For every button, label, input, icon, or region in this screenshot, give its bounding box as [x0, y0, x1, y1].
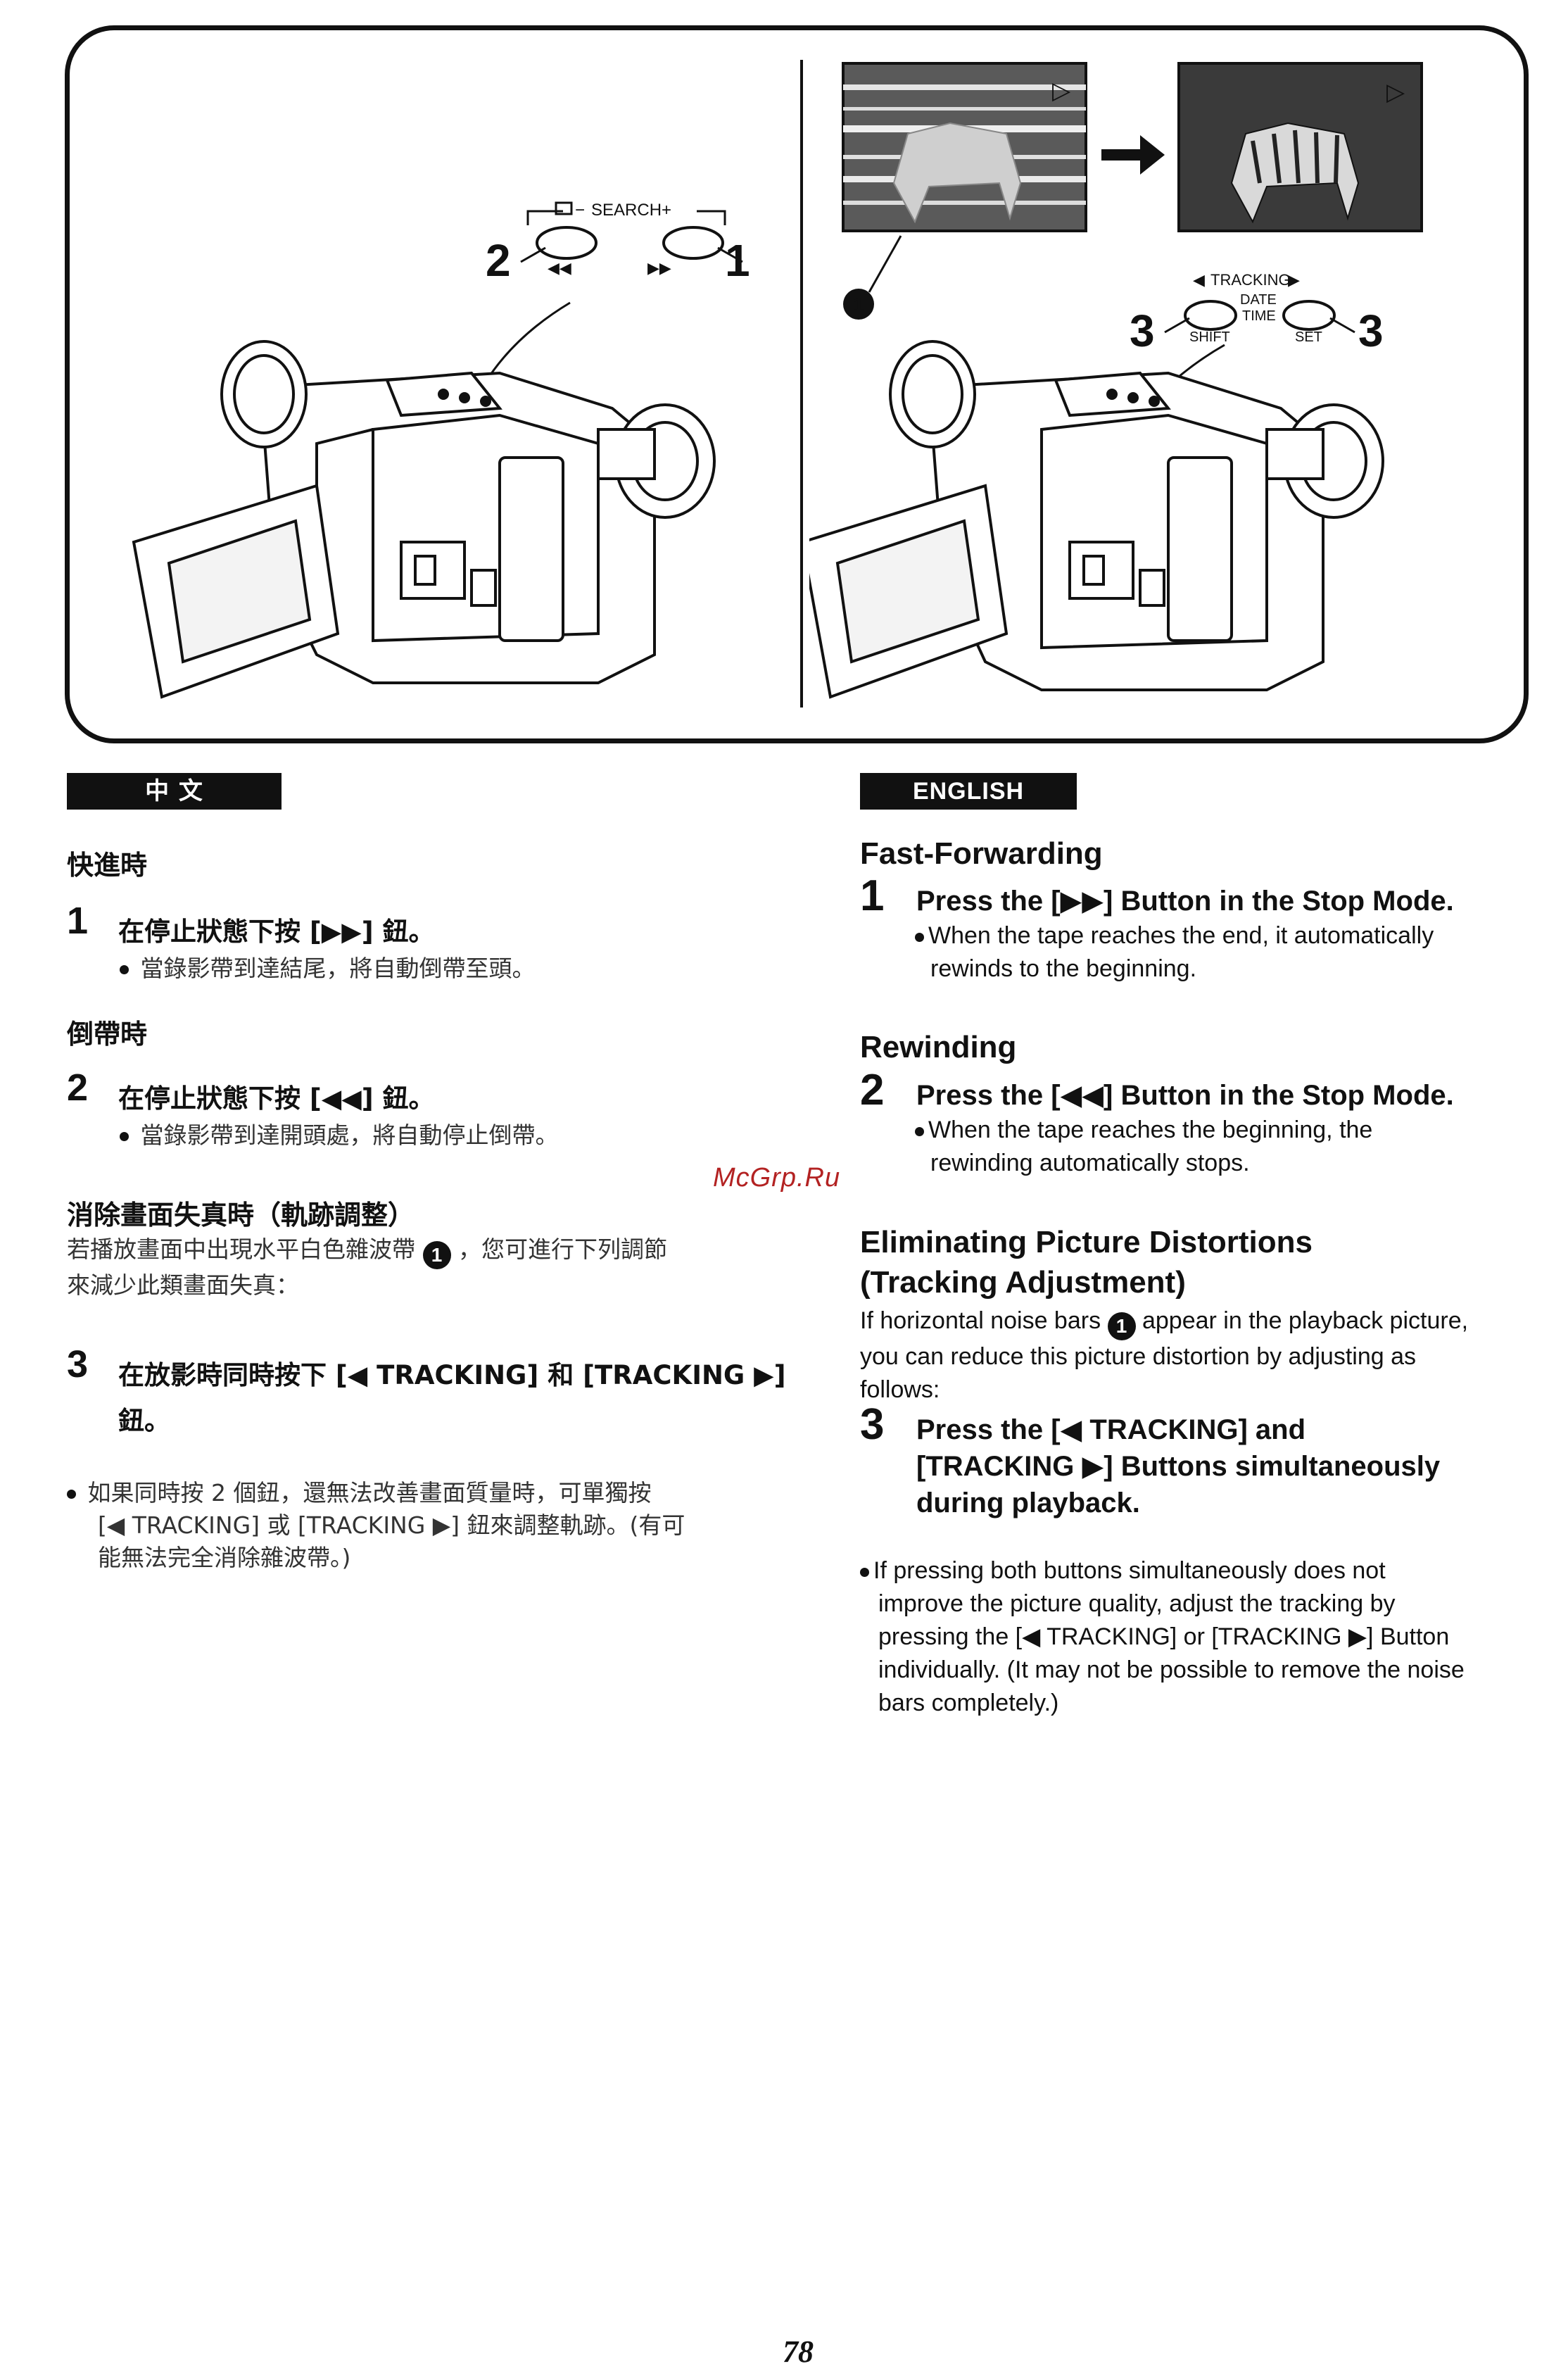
en-step3-line1: Press the [◀ TRACKING] and: [916, 1414, 1306, 1445]
watermark: McGrp.Ru: [713, 1163, 841, 1193]
zh-step3-number: 3: [67, 1343, 89, 1385]
en-step1-note-line2: rewinds to the beginning.: [930, 955, 1197, 982]
zh-step2-note: 當錄影帶到達開頭處，將自動停止倒帶。: [120, 1119, 559, 1152]
zh-step3-line1: 在放影時同時按下 [◀ TRACKING] 和 [TRACKING ▶]: [118, 1360, 786, 1390]
arrow-icon: [1101, 135, 1165, 175]
en-step1-note-line1: When the tape reaches the end, it automa…: [928, 922, 1434, 949]
en-step2-note-line2: rewinding automatically stops.: [930, 1150, 1250, 1176]
en-step3-number: 3: [860, 1400, 885, 1449]
noisy-picture: ▷: [842, 62, 1087, 232]
zh-tracking-intro: 若播放畫面中出現水平白色雜波帶 1 ，您可進行下列調節 來減少此類畫面失真：: [67, 1233, 742, 1302]
page-number: 78: [783, 2334, 814, 2369]
en-note-line2: improve the picture quality, adjust the …: [878, 1590, 1396, 1617]
search-label: SEARCH: [591, 201, 662, 220]
shift-label: SHIFT: [1189, 329, 1230, 345]
en-step2-note: When the tape reaches the beginning, the…: [915, 1114, 1372, 1180]
zh-tracking-intro-a: 若播放畫面中出現水平白色雜波帶: [67, 1235, 415, 1263]
zh-tracking-intro-b: ，您可進行下列調節: [458, 1235, 667, 1263]
zh-step1-note-text: 當錄影帶到達結尾，將自動倒帶至頭。: [140, 955, 536, 982]
camcorder-illustration-left: − SEARCH + ◀◀ ▶▶ 2 1: [132, 201, 750, 699]
zh-tracking-heading: 消除畫面失真時（軌跡調整）: [67, 1200, 415, 1231]
noise-callout-icon: 1: [422, 1241, 451, 1269]
bullet-dot: [860, 1567, 869, 1577]
play-marker-noisy: ▷: [1052, 77, 1071, 104]
en-step2-text: Press the [◀◀] Button in the Stop Mode.: [916, 1080, 1454, 1111]
tracking-label: TRACKING: [1210, 271, 1291, 289]
section-tab-chinese: 中 文: [67, 773, 282, 810]
bullet-dot: [120, 1132, 129, 1141]
step-1-callout: 1: [725, 235, 750, 286]
en-tracking-intro-row: If horizontal noise bars 1 appear in the…: [860, 1304, 1536, 1340]
bullet-dot: [67, 1490, 76, 1499]
zh-rew-heading: 倒帶時: [67, 1019, 148, 1050]
ff-symbol: ▶▶: [647, 259, 671, 277]
noise-callout-number: 1: [853, 294, 864, 315]
en-note-line3: pressing the [◀ TRACKING] or [TRACKING ▶…: [878, 1623, 1450, 1650]
date-label: DATE: [1240, 292, 1277, 308]
zh-step2-number: 2: [67, 1067, 89, 1109]
tracking-left-arrow: ◀: [1193, 271, 1205, 289]
zh-step1-note: 當錄影帶到達結尾，將自動倒帶至頭。: [120, 952, 536, 985]
en-tracking-intro-a: If horizontal noise bars: [860, 1307, 1101, 1334]
en-step3-line2: [TRACKING ▶] Buttons simultaneously: [916, 1451, 1441, 1482]
en-rew-heading: Rewinding: [860, 1030, 1017, 1064]
en-tracking-note: If pressing both buttons simultaneously …: [860, 1554, 1536, 1720]
zh-step2-note-text: 當錄影帶到達開頭處，將自動停止倒帶。: [140, 1121, 559, 1149]
en-step1-note: When the tape reaches the end, it automa…: [915, 919, 1434, 986]
bullet-dot: [120, 965, 129, 974]
time-label: TIME: [1242, 308, 1276, 324]
zh-tracking-note: 如果同時按 2 個鈕，還無法改善畫面質量時，可單獨按 [◀ TRACKING] …: [67, 1477, 757, 1574]
en-step2-note-row: When the tape reaches the beginning, the: [915, 1114, 1372, 1147]
en-note-row: If pressing both buttons simultaneously …: [860, 1554, 1536, 1587]
tracking-right-arrow: ▶: [1288, 271, 1300, 289]
en-tracking-intro: If horizontal noise bars 1 appear in the…: [860, 1304, 1536, 1407]
zh-note-line1: 如果同時按 2 個鈕，還無法改善畫面質量時，可單獨按: [87, 1479, 652, 1507]
en-step1-note-row: When the tape reaches the end, it automa…: [915, 919, 1434, 952]
zh-step1-number: 1: [67, 900, 89, 942]
en-step3-line3: during playback.: [916, 1488, 1140, 1518]
en-tracking-intro-b: appear in the playback picture,: [1142, 1307, 1469, 1334]
play-marker-clear: ▷: [1386, 79, 1405, 106]
en-note-line1: If pressing both buttons simultaneously …: [873, 1557, 1386, 1584]
zh-tracking-intro-c: 來減少此類畫面失真：: [67, 1271, 299, 1299]
search-plus-label: +: [662, 201, 671, 220]
en-step1-text: Press the [▶▶] Button in the Stop Mode.: [916, 886, 1454, 917]
zh-note-line1-row: 如果同時按 2 個鈕，還無法改善畫面質量時，可單獨按: [67, 1477, 757, 1509]
illustration-frame: [65, 25, 1529, 743]
clear-picture: ▷: [1177, 62, 1423, 232]
step-2-callout: 2: [486, 235, 511, 286]
zh-ff-heading: 快進時: [67, 850, 148, 881]
bullet-dot: [915, 1126, 924, 1136]
en-note-line5: bars completely.): [878, 1690, 1059, 1716]
en-tracking-intro-line3: follows:: [860, 1376, 940, 1403]
zh-note-line3: 能無法完全消除雜波帶。): [98, 1544, 351, 1571]
zh-step2-text: 在停止狀態下按 [◀◀] 鈕。: [118, 1083, 435, 1114]
en-tracking-intro-line2: you can reduce this picture distortion b…: [860, 1343, 1417, 1370]
camcorder-drawing-right: [809, 340, 1384, 699]
zh-step3-line2: 鈕。: [118, 1406, 170, 1436]
illustration-divider: [800, 60, 803, 707]
step-3-left-callout: 3: [1130, 306, 1155, 356]
zh-step1-text: 在停止狀態下按 [▶▶] 鈕。: [118, 917, 435, 947]
en-note-line4: individually. (It may not be possible to…: [878, 1656, 1465, 1683]
zh-tracking-intro-line1: 若播放畫面中出現水平白色雜波帶 1 ，您可進行下列調節: [67, 1233, 742, 1269]
camcorder-illustration-right: ▷ ▷ 1 ◀ TRACKING ▶ DATE TIME SHIFT SET 3…: [809, 62, 1423, 699]
en-ff-heading: Fast-Forwarding: [860, 836, 1103, 871]
en-step2-note-line1: When the tape reaches the beginning, the: [928, 1117, 1373, 1143]
step-3-right-callout: 3: [1358, 306, 1384, 356]
section-tab-english: ENGLISH: [860, 773, 1077, 810]
bullet-dot: [915, 932, 924, 942]
noise-callout-marker: [843, 289, 874, 320]
set-label: SET: [1295, 329, 1322, 345]
search-minus-label: −: [575, 201, 585, 220]
camcorder-drawing: [132, 340, 716, 699]
en-tracking-heading-line1: Eliminating Picture Distortions: [860, 1225, 1313, 1259]
en-step1-number: 1: [860, 872, 885, 920]
en-step2-number: 2: [860, 1066, 885, 1114]
en-tracking-heading-line2: (Tracking Adjustment): [860, 1265, 1186, 1300]
zh-note-line2: [◀ TRACKING] 或 [TRACKING ▶] 鈕來調整軌跡。(有可: [98, 1511, 685, 1539]
noise-callout-icon: 1: [1107, 1312, 1136, 1340]
rewind-symbol: ◀◀: [548, 259, 571, 277]
search-buttons-diagram: − SEARCH + ◀◀ ▶▶ 2 1: [470, 201, 750, 409]
